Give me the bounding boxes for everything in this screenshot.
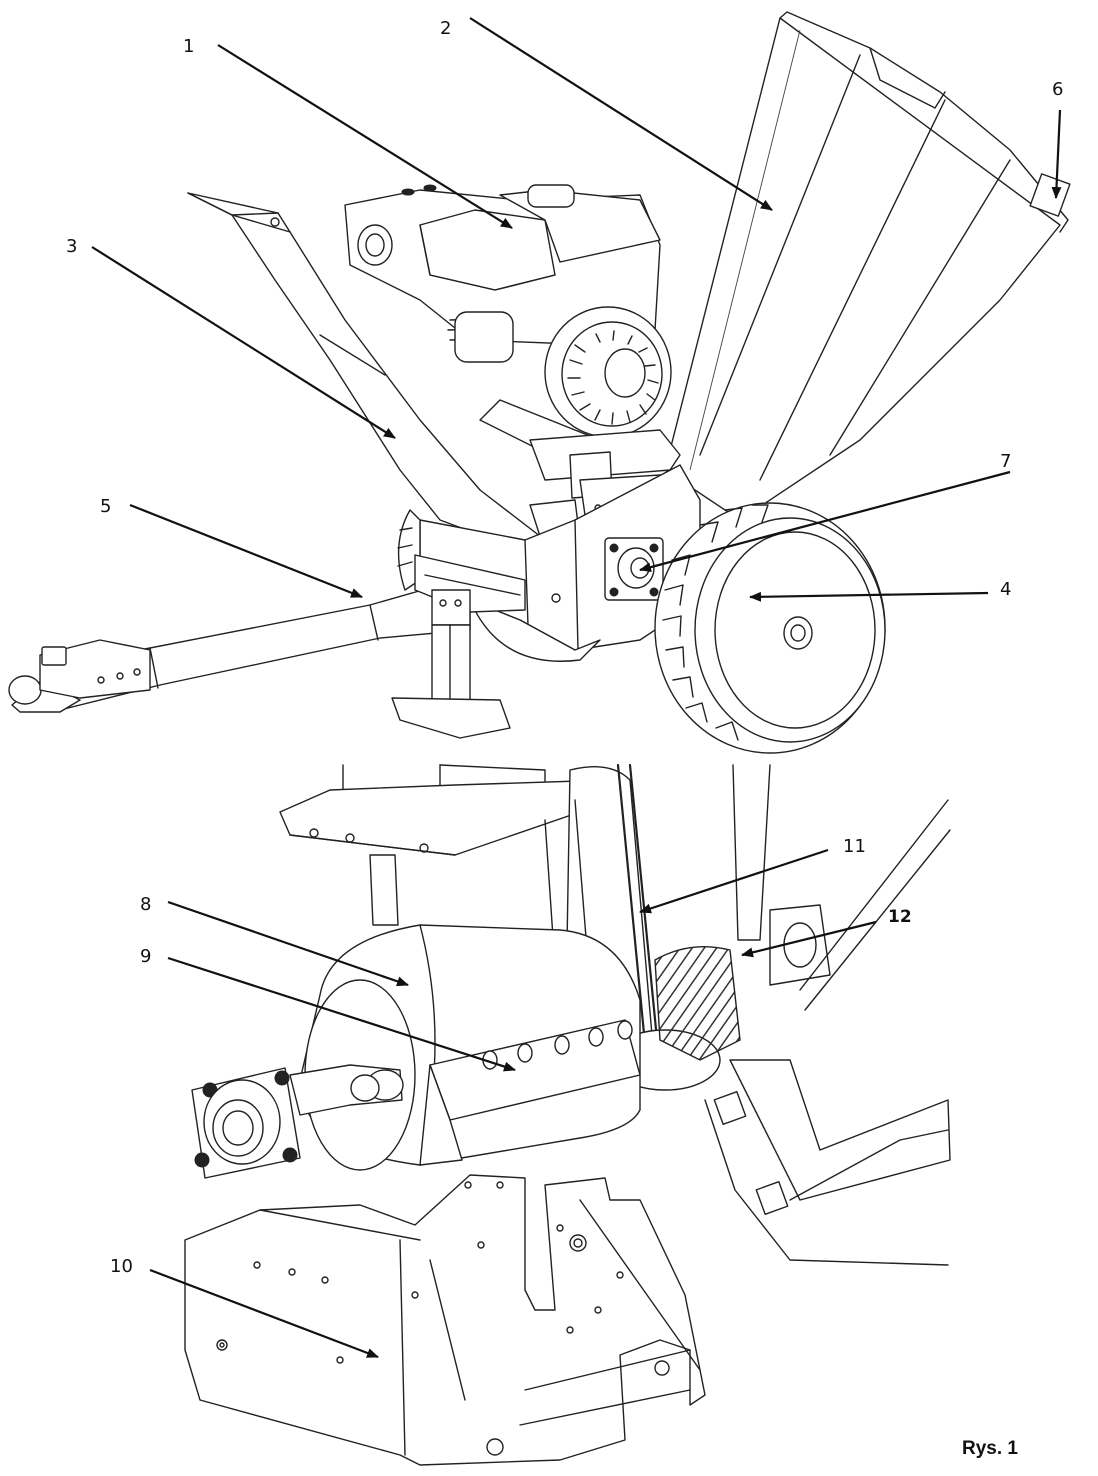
callout-4: 4 — [1000, 579, 1011, 600]
callout-arrow-3 — [91, 246, 396, 439]
callout-labels: 1 2 3 4 5 6 7 8 9 10 11 12 — [66, 18, 1063, 1277]
callout-arrows — [91, 17, 1062, 1359]
callout-1: 1 — [183, 36, 194, 57]
chipper-assembly — [8, 11, 1071, 754]
callout-7: 7 — [1000, 451, 1011, 472]
rotor-drum — [289, 924, 641, 1171]
callout-arrow-7 — [639, 470, 1011, 573]
callout-arrow-5 — [129, 503, 363, 599]
callout-arrow-2 — [469, 17, 773, 211]
rotor-assembly — [184, 763, 951, 1466]
callout-8: 8 — [140, 894, 151, 915]
callout-arrow-4 — [749, 591, 989, 602]
side-frame — [654, 764, 951, 1266]
upper-mount — [279, 764, 616, 926]
callout-arrow-11 — [639, 848, 829, 914]
callout-arrow-12 — [741, 920, 877, 958]
callout-11: 11 — [843, 836, 866, 857]
callout-arrow-10 — [149, 1268, 379, 1359]
engine — [344, 184, 672, 461]
figure-caption: Rys. 1 — [962, 1438, 1018, 1459]
callout-12: 12 — [888, 907, 912, 927]
axle-bearing — [604, 537, 664, 601]
callout-3: 3 — [66, 236, 77, 257]
callout-5: 5 — [100, 496, 111, 517]
callout-arrow-6 — [1051, 109, 1062, 199]
callout-arrow-9 — [167, 956, 516, 1072]
callout-9: 9 — [140, 946, 151, 967]
feed-hopper — [664, 11, 1071, 521]
callout-10: 10 — [110, 1256, 133, 1277]
base-frame — [184, 1174, 706, 1466]
callout-arrow-1 — [217, 44, 513, 229]
callout-6: 6 — [1052, 79, 1063, 100]
right-wheel — [654, 502, 886, 754]
callout-2: 2 — [440, 18, 451, 39]
callout-arrow-8 — [167, 900, 409, 987]
support-stand — [391, 589, 511, 739]
shaft-bearing — [191, 1067, 301, 1179]
